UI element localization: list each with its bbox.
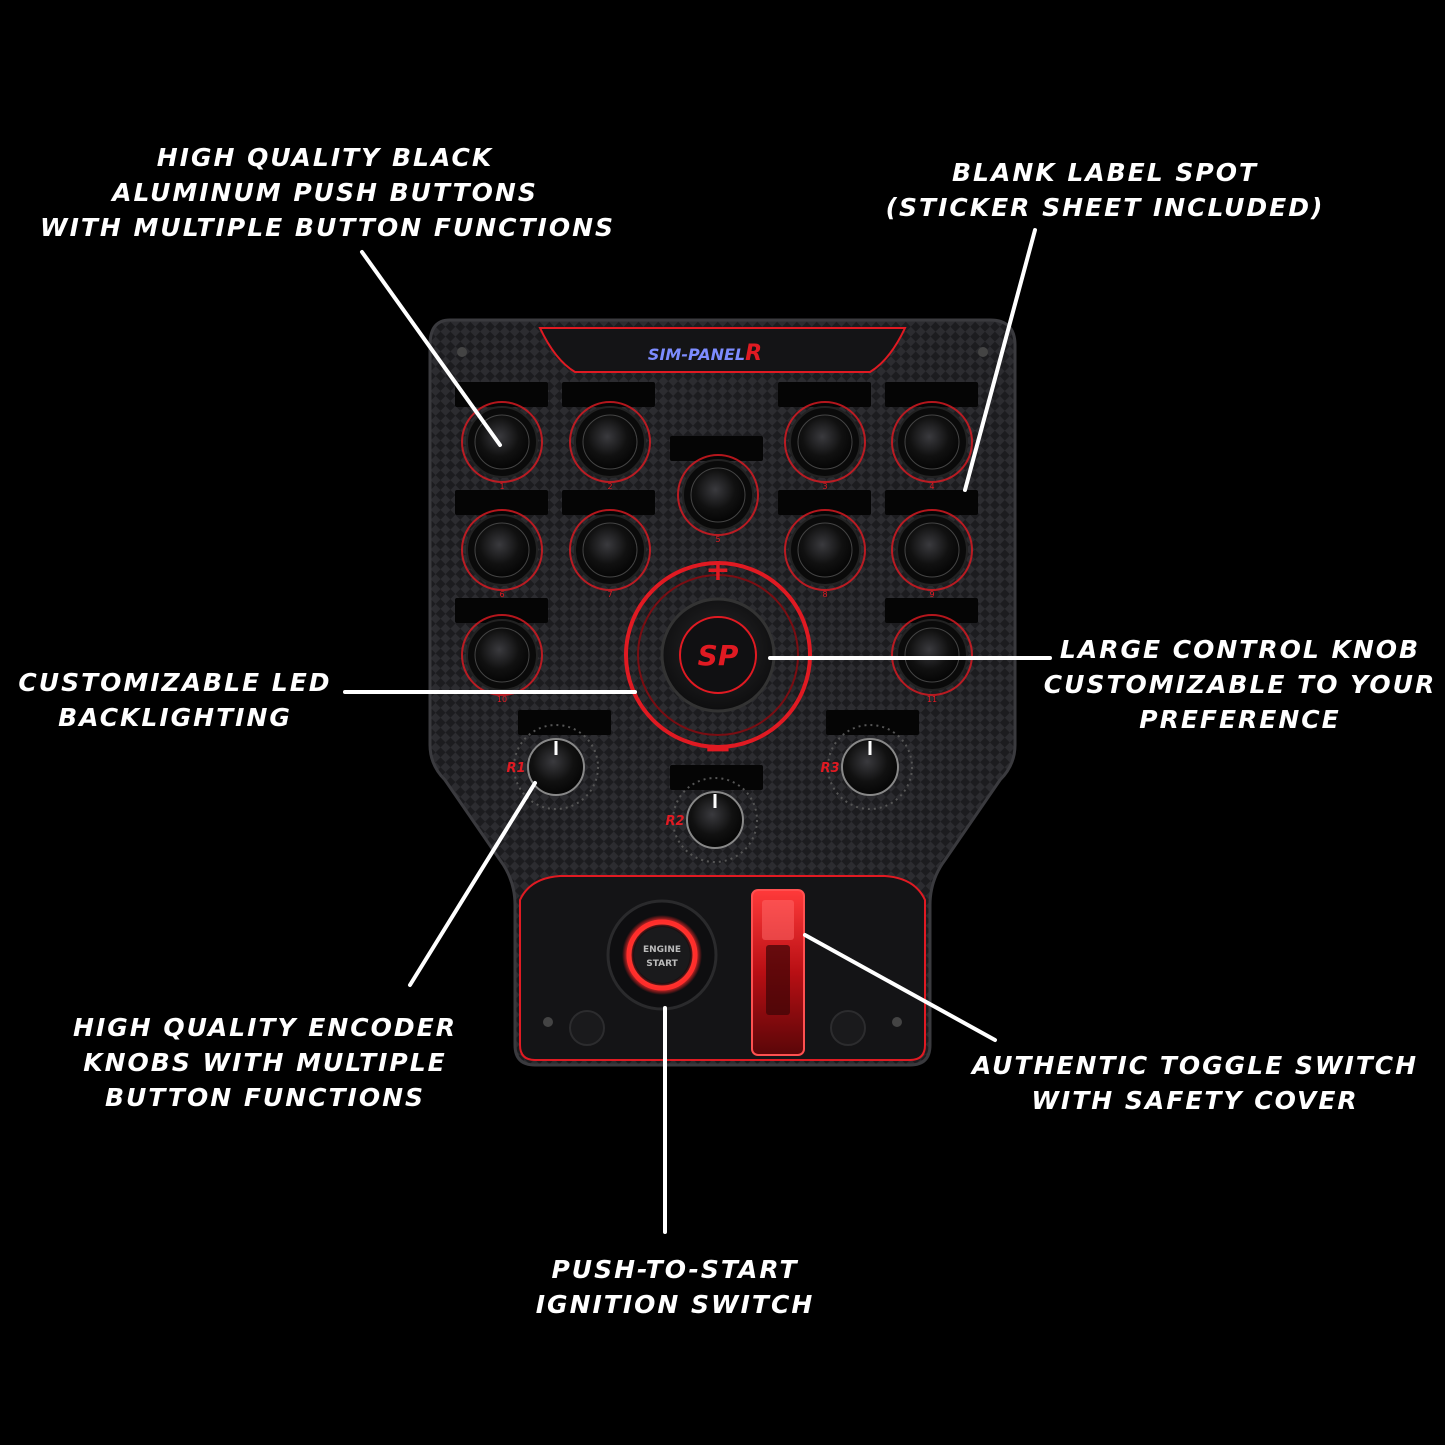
- push-button-grid: 1 2 3 4 5 6 7 8 9 10 11: [461, 401, 973, 704]
- encoder-label: R3: [820, 761, 839, 776]
- push-button[interactable]: 7: [569, 509, 651, 599]
- blank-label-slot: [670, 436, 763, 461]
- button-number: 2: [607, 482, 612, 491]
- blank-label-slot: [885, 598, 978, 623]
- bottom-left-foot: [569, 1010, 605, 1046]
- toggle-switch-safety-cover[interactable]: [751, 889, 805, 1056]
- button-number: 5: [715, 535, 720, 544]
- brand-mark: R: [745, 341, 762, 366]
- push-button[interactable]: 9: [891, 509, 973, 599]
- encoder-knob[interactable]: R2: [665, 777, 758, 863]
- blank-label-slot: [885, 490, 978, 515]
- push-button[interactable]: 11: [891, 614, 973, 704]
- blank-label-slot: [778, 382, 871, 407]
- encoder-label: R1: [506, 761, 525, 776]
- large-control-knob[interactable]: SP + −: [624, 553, 812, 769]
- blank-label-slot: [518, 710, 611, 735]
- callout-ignition: PUSH-TO-START IGNITION SWITCH: [535, 1255, 815, 1319]
- encoder-knob[interactable]: R3: [820, 724, 913, 810]
- callout-encoders: HIGH QUALITY ENCODER KNOBS WITH MULTIPLE…: [73, 1013, 457, 1112]
- bottom-right-foot: [830, 1010, 866, 1046]
- blank-label-slot: [778, 490, 871, 515]
- button-number: 8: [822, 590, 827, 599]
- blank-label-slot: [455, 382, 548, 407]
- brand-logo-text: SIM-PANELR: [648, 341, 762, 366]
- button-number: 7: [607, 590, 612, 599]
- button-number: 6: [499, 590, 504, 599]
- knob-logo-mark: SP: [698, 639, 739, 672]
- push-button[interactable]: 6: [461, 509, 543, 599]
- button-number: 1: [499, 482, 504, 491]
- ignition-label-bottom: START: [646, 959, 678, 969]
- callout-label-spot: BLANK LABEL SPOT (STICKER SHEET INCLUDED…: [885, 158, 1325, 222]
- button-number: 10: [497, 695, 507, 704]
- push-button[interactable]: 5: [677, 454, 759, 544]
- callout-led: CUSTOMIZABLE LED BACKLIGHTING: [18, 668, 332, 732]
- push-button[interactable]: 3: [784, 401, 866, 491]
- blank-label-slot: [455, 598, 548, 623]
- callout-toggle-switch: AUTHENTIC TOGGLE SWITCH WITH SAFETY COVE…: [971, 1051, 1419, 1115]
- push-button[interactable]: 10: [461, 614, 543, 704]
- callout-push-buttons: HIGH QUALITY BLACK ALUMINUM PUSH BUTTONS…: [40, 143, 616, 242]
- push-button[interactable]: 4: [891, 401, 973, 491]
- button-number: 4: [929, 482, 934, 491]
- knob-plus-symbol: +: [705, 553, 730, 588]
- knob-minus-symbol: −: [704, 729, 733, 769]
- callout-control-knob: LARGE CONTROL KNOB CUSTOMIZABLE TO YOUR …: [1043, 635, 1437, 734]
- ignition-push-button[interactable]: ENGINE START: [606, 899, 718, 1011]
- label-slots: [455, 382, 978, 790]
- push-button[interactable]: 2: [569, 401, 651, 491]
- blank-label-slot: [562, 490, 655, 515]
- encoder-knob[interactable]: R1: [506, 724, 599, 810]
- callout-lines: [343, 228, 1052, 1234]
- push-button[interactable]: 8: [784, 509, 866, 599]
- blank-label-slot: [562, 382, 655, 407]
- blank-label-slot: [455, 490, 548, 515]
- button-number: 3: [822, 482, 827, 491]
- blank-label-slot: [826, 710, 919, 735]
- button-number: 9: [929, 590, 934, 599]
- blank-label-slot: [885, 382, 978, 407]
- ignition-label-top: ENGINE: [643, 945, 681, 955]
- button-number: 11: [927, 695, 937, 704]
- encoder-label: R2: [665, 814, 684, 829]
